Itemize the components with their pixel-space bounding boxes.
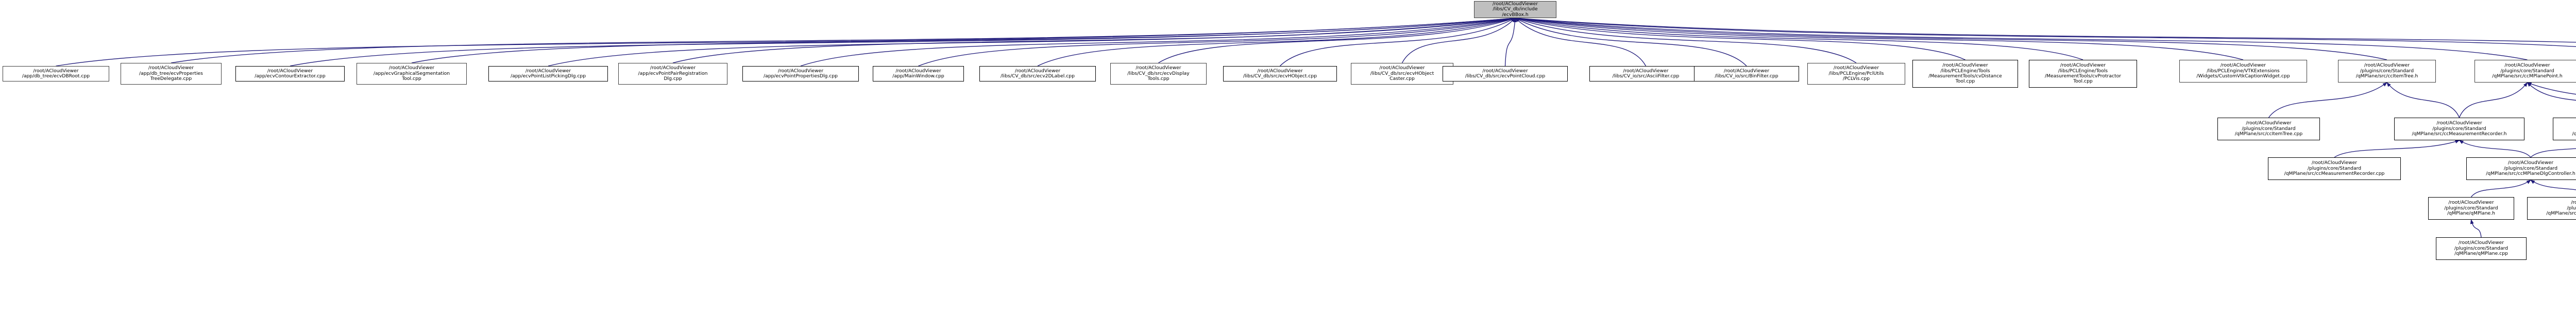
graph-edge bbox=[1515, 18, 1647, 67]
graph-edge bbox=[2268, 82, 2387, 118]
graph-edge bbox=[1515, 17, 1965, 60]
graph-node[interactable]: /root/ACloudViewer /plugins/core/Standar… bbox=[2527, 197, 2576, 220]
graph-node[interactable]: /root/ACloudViewer /plugins/core/Standar… bbox=[2475, 60, 2576, 83]
graph-node[interactable]: /root/ACloudViewer /app/ecvGraphicalSegm… bbox=[357, 63, 467, 85]
graph-edge bbox=[1037, 17, 1516, 67]
graph-edge bbox=[1515, 18, 1747, 67]
graph-edge bbox=[548, 17, 1516, 67]
graph-edge bbox=[411, 17, 1516, 63]
graph-edge bbox=[2470, 180, 2531, 198]
graph-node[interactable]: /root/ACloudViewer /plugins/core/Standar… bbox=[2553, 118, 2576, 140]
graph-node[interactable]: /root/ACloudViewer /app/db_tree/ecvPrope… bbox=[121, 63, 222, 85]
graph-edge bbox=[2334, 140, 2460, 158]
graph-edge bbox=[2386, 82, 2460, 118]
graph-node[interactable]: /root/ACloudViewer /plugins/core/Standar… bbox=[2428, 197, 2514, 220]
graph-node-root[interactable]: /root/ACloudViewer /libs/CV_db/include /… bbox=[1474, 1, 1556, 18]
graph-edge bbox=[2470, 219, 2482, 238]
graph-node[interactable]: /root/ACloudViewer /libs/CV_db/src/ecv2D… bbox=[979, 66, 1096, 81]
graph-edge bbox=[1515, 17, 2244, 60]
graph-edge bbox=[672, 17, 1516, 63]
graph-edge bbox=[1504, 18, 1517, 67]
graph-node[interactable]: /root/ACloudViewer /libs/PCLEngine/Tools… bbox=[2029, 60, 2137, 88]
graph-node[interactable]: /root/ACloudViewer /app/ecvPointListPick… bbox=[488, 66, 608, 81]
graph-edge bbox=[1515, 17, 2387, 60]
graph-edge bbox=[1515, 17, 2083, 60]
graph-node[interactable]: /root/ACloudViewer /libs/CV_io/src/Ascii… bbox=[1589, 66, 1702, 81]
graph-node[interactable]: /root/ACloudViewer /app/ecvPointPairRegi… bbox=[618, 63, 727, 85]
graph-edge bbox=[290, 17, 1516, 67]
graph-edge bbox=[171, 17, 1516, 63]
graph-node[interactable]: /root/ACloudViewer /libs/PCLEngine/Tools… bbox=[1912, 60, 2018, 88]
graph-edge bbox=[2527, 82, 2576, 101]
graph-edge bbox=[2530, 148, 2576, 158]
graph-node[interactable]: /root/ACloudViewer /plugins/core/Standar… bbox=[2394, 118, 2524, 140]
graph-edge bbox=[2459, 140, 2531, 158]
graph-edge bbox=[1515, 18, 1857, 63]
graph-node[interactable]: /root/ACloudViewer /app/ecvPointProperti… bbox=[742, 66, 859, 81]
graph-edge bbox=[1515, 17, 2576, 47]
graph-node[interactable]: /root/ACloudViewer /plugins/core/Standar… bbox=[2338, 60, 2436, 83]
graph-edge bbox=[1158, 18, 1516, 63]
graph-node[interactable]: /root/ACloudViewer /libs/CV_io/src/BinFi… bbox=[1694, 66, 1799, 81]
graph-node[interactable]: /root/ACloudViewer /app/ecvContourExtrac… bbox=[235, 66, 345, 81]
graph-edge bbox=[800, 17, 1516, 67]
graph-node[interactable]: /root/ACloudViewer /app/db_tree/ecvDBRoo… bbox=[3, 66, 109, 81]
graph-edge bbox=[1401, 18, 1516, 63]
graph-node[interactable]: /root/ACloudViewer /libs/CV_db/src/ecvHO… bbox=[1223, 66, 1337, 81]
graph-edge bbox=[1280, 18, 1516, 67]
graph-node[interactable]: /root/ACloudViewer /libs/PCLEngine/PclUt… bbox=[1807, 63, 1905, 85]
graph-node[interactable]: /root/ACloudViewer /libs/CV_db/src/ecvDi… bbox=[1110, 63, 1207, 85]
graph-node[interactable]: /root/ACloudViewer /plugins/core/Standar… bbox=[2217, 118, 2320, 140]
graph-node[interactable]: /root/ACloudViewer /plugins/core/Standar… bbox=[2268, 157, 2401, 180]
graph-edge bbox=[2530, 180, 2576, 190]
graph-edge bbox=[56, 17, 1516, 67]
graph-node[interactable]: /root/ACloudViewer /plugins/core/Standar… bbox=[2436, 237, 2527, 260]
graph-edge bbox=[2459, 82, 2528, 118]
graph-node[interactable]: /root/ACloudViewer /app/MainWindow.cpp bbox=[873, 66, 964, 81]
graph-edge bbox=[1515, 17, 2576, 43]
graph-node[interactable]: /root/ACloudViewer /plugins/core/Standar… bbox=[2466, 157, 2576, 180]
graph-edge bbox=[1515, 17, 2528, 60]
graph-edge bbox=[2527, 82, 2576, 95]
graph-node[interactable]: /root/ACloudViewer /libs/CV_db/src/ecvHO… bbox=[1351, 63, 1453, 85]
graph-edge bbox=[918, 17, 1516, 67]
graph-node[interactable]: /root/ACloudViewer /libs/CV_db/src/ecvPo… bbox=[1443, 66, 1568, 81]
graph-node[interactable]: /root/ACloudViewer /libs/PCLEngine/VTKEx… bbox=[2179, 60, 2307, 83]
